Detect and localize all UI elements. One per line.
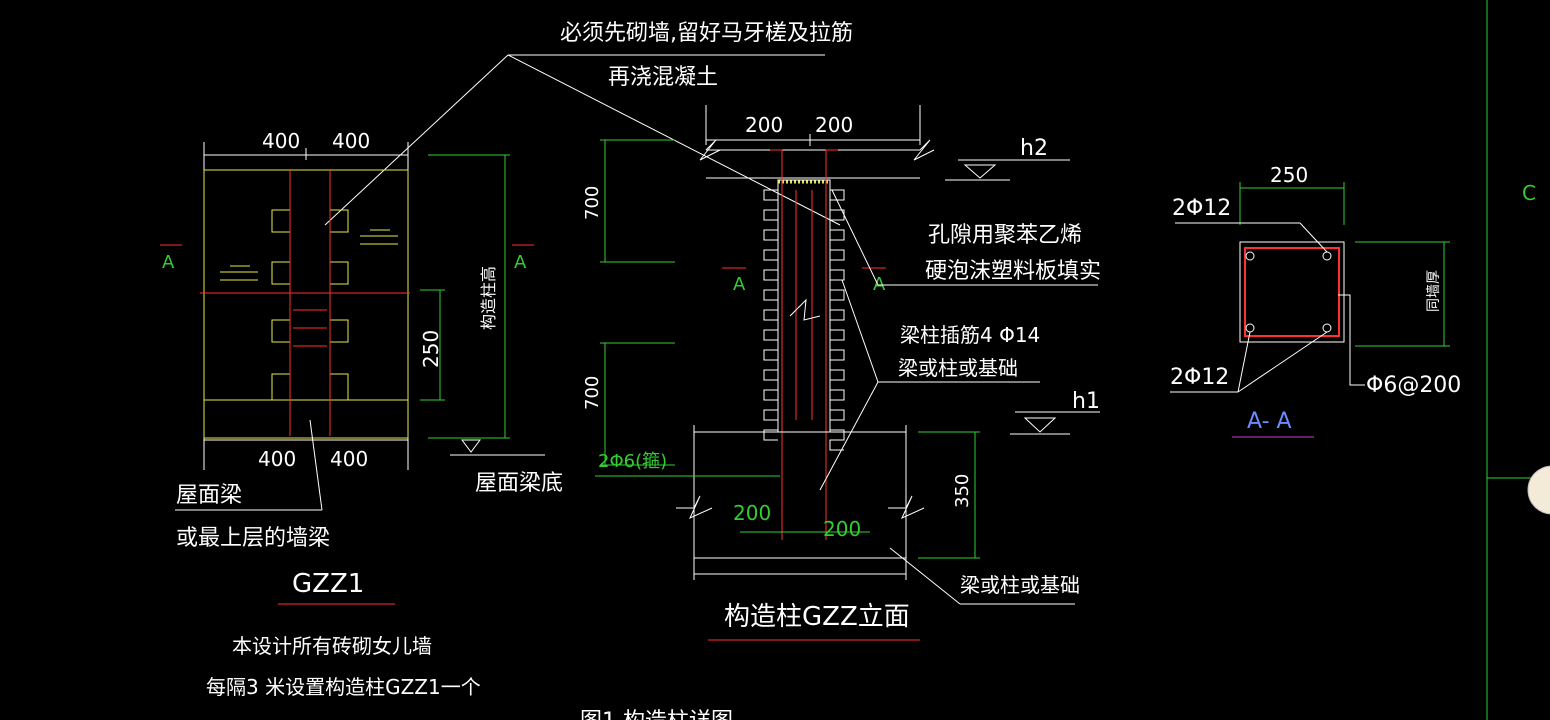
rebar-dot-icon [1322, 251, 1332, 261]
gzz1-section-a-right: A [514, 252, 527, 273]
elev-stirrup-label: 2Φ6(箍) [598, 451, 667, 472]
partial-badge-icon [1527, 465, 1550, 515]
gzz1-height-label: 构造柱高 [479, 266, 498, 330]
elev-title: 构造柱GZZ立面 [724, 602, 910, 632]
section-dim-250: 250 [1270, 163, 1308, 187]
section-bar-bottom: 2Φ12 [1170, 365, 1229, 390]
elev-rebar-note-line2: 梁或柱或基础 [898, 356, 1018, 380]
gzz1-detail: 400 400 A A [160, 129, 563, 699]
elev-dim-bottom-right: 200 [823, 517, 861, 541]
gzz1-dim-top-left: 400 [262, 129, 300, 153]
elev-dim-top-left: 200 [745, 113, 783, 137]
gzz1-dim-250: 250 [419, 330, 443, 368]
top-note: 必须先砌墙,留好马牙槎及拉筋 再浇混凝土 [324, 21, 853, 226]
section-wall-thickness: 同墙厚 [1426, 270, 1442, 312]
gzz1-footnote-line2: 每隔3 米设置构造柱GZZ1一个 [206, 675, 481, 699]
gzz-elevation: 200 200 h2 700 700 [580, 105, 1101, 720]
gzz1-title: GZZ1 [292, 569, 364, 599]
rebar-dot-icon [1245, 323, 1255, 333]
elev-dim-700-top: 700 [582, 186, 603, 220]
brick-icon-right [360, 229, 398, 245]
elev-level-h2: h2 [1020, 136, 1048, 161]
gzz1-dim-bottom-left: 400 [258, 447, 296, 471]
gzz1-footnote-line1: 本设计所有砖砌女儿墙 [232, 634, 432, 658]
gzz1-roof-beam-line1: 屋面梁 [176, 483, 242, 508]
figure-caption: 图1 构造柱详图 [580, 709, 733, 720]
axis-label-c: C [1522, 181, 1536, 205]
rebar-dot-icon [1245, 251, 1255, 261]
elev-dim-bottom-left: 200 [733, 501, 771, 525]
section-title: A- A [1247, 409, 1292, 434]
elev-toothing-left [763, 189, 779, 441]
section-stirrup: Φ6@200 [1366, 373, 1461, 398]
gzz1-section-a-left: A [162, 252, 175, 273]
elev-base-label: 梁或柱或基础 [960, 573, 1080, 597]
elev-section-a-left: A [733, 274, 746, 295]
section-a-a: 250 2Φ12 2Φ12 Φ6@200 同墙厚 A- A [1170, 163, 1461, 438]
elev-toothing-right [829, 189, 845, 451]
gzz1-dim-top-right: 400 [332, 129, 370, 153]
elev-rebar-note-line1: 梁柱插筋4 Φ14 [900, 323, 1040, 347]
elev-dim-700-bottom: 700 [582, 376, 603, 410]
gzz1-roof-beam-line2: 或最上层的墙梁 [176, 526, 330, 551]
elev-gap-note-line1: 孔隙用聚苯乙烯 [928, 223, 1082, 248]
elev-dim-350: 350 [952, 474, 973, 508]
section-bar-top: 2Φ12 [1172, 196, 1231, 221]
elev-gap-note-line2: 硬泡沫塑料板填实 [925, 259, 1101, 284]
elev-level-h1: h1 [1072, 389, 1100, 414]
rebar-dot-icon [1322, 323, 1332, 333]
top-note-line2: 再浇混凝土 [608, 65, 718, 90]
axis-grid: C [1486, 0, 1550, 720]
top-note-line1: 必须先砌墙,留好马牙槎及拉筋 [560, 21, 853, 46]
gzz1-dim-bottom-right: 400 [330, 447, 368, 471]
elev-dim-top-right: 200 [815, 113, 853, 137]
gzz1-roof-beam-bottom: 屋面梁底 [475, 471, 563, 496]
brick-icon-left [220, 265, 258, 281]
